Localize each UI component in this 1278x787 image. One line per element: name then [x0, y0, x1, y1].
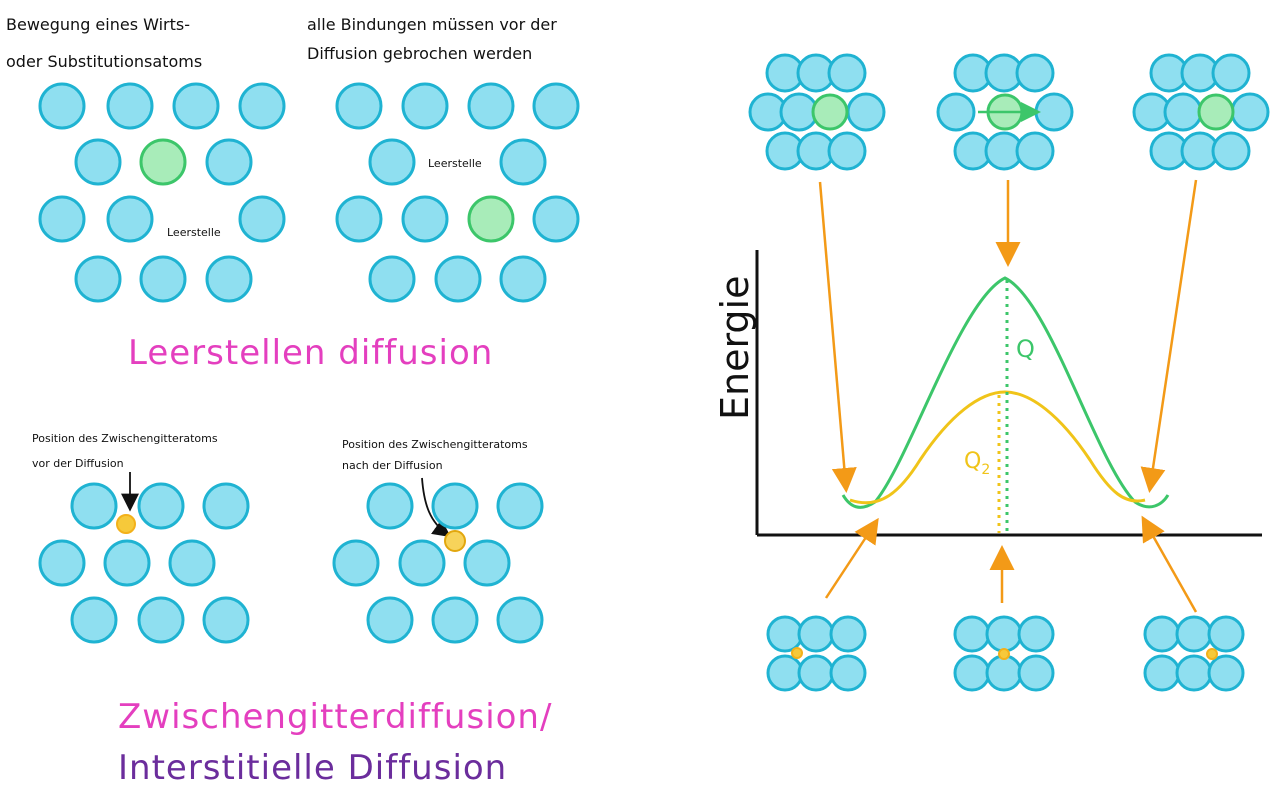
lattice-vacancy-after	[335, 82, 580, 303]
arrow-top-left	[818, 181, 857, 493]
arrow-bottom-right	[1141, 515, 1198, 613]
q2-label: Q2	[964, 449, 990, 478]
interstitial-atom	[116, 514, 136, 534]
energy-lattice-bottom-left	[766, 615, 867, 692]
arrow-top-right	[1140, 179, 1198, 493]
energy-lattice-top-mid	[936, 53, 1074, 171]
vacancy-label-2: Leerstelle	[428, 157, 482, 170]
note-interstitial-before-line1: Position des Zwischengitteratoms	[32, 432, 218, 445]
note-interstitial-before-line2: vor der Diffusion	[32, 457, 124, 470]
energy-lattice-bottom-mid	[953, 615, 1055, 692]
lattice-vacancy-before	[38, 82, 286, 303]
lattice-interstitial-before	[38, 482, 250, 644]
arrow-bottom-left	[824, 517, 879, 599]
title-interstitial-line1: Zwischengitterdiffusion/	[118, 697, 552, 737]
energy-axes	[755, 250, 1262, 537]
title-vacancy-diffusion: Leerstellen diffusion	[128, 333, 493, 373]
energy-lattice-bottom-right	[1143, 615, 1245, 692]
note-interstitial-after-line1: Position des Zwischengitteratoms	[342, 438, 528, 451]
solute-atom	[139, 138, 187, 186]
title-interstitial-line2: Interstitielle Diffusion	[118, 748, 507, 787]
note-interstitial-after-line2: nach der Diffusion	[342, 459, 443, 472]
note-bonds-line1: alle Bindungen müssen vor der	[307, 15, 557, 34]
q-label: Q	[1016, 335, 1035, 363]
vacancy-label-1: Leerstelle	[167, 226, 221, 239]
note-host-move-line1: Bewegung eines Wirts-	[6, 15, 190, 34]
solute-atom-moved	[467, 195, 515, 243]
note-bonds-line2: Diffusion gebrochen werden	[307, 44, 532, 63]
interstitial-atom-moved	[444, 530, 466, 552]
note-host-move-line2: oder Substitutionsatoms	[6, 52, 202, 71]
curve-q2	[849, 390, 1146, 505]
energy-lattice-top-left	[748, 53, 886, 171]
lattice-interstitial-after	[332, 482, 544, 644]
energy-ylabel: Energie	[713, 276, 757, 421]
energy-lattice-top-right	[1132, 53, 1270, 171]
